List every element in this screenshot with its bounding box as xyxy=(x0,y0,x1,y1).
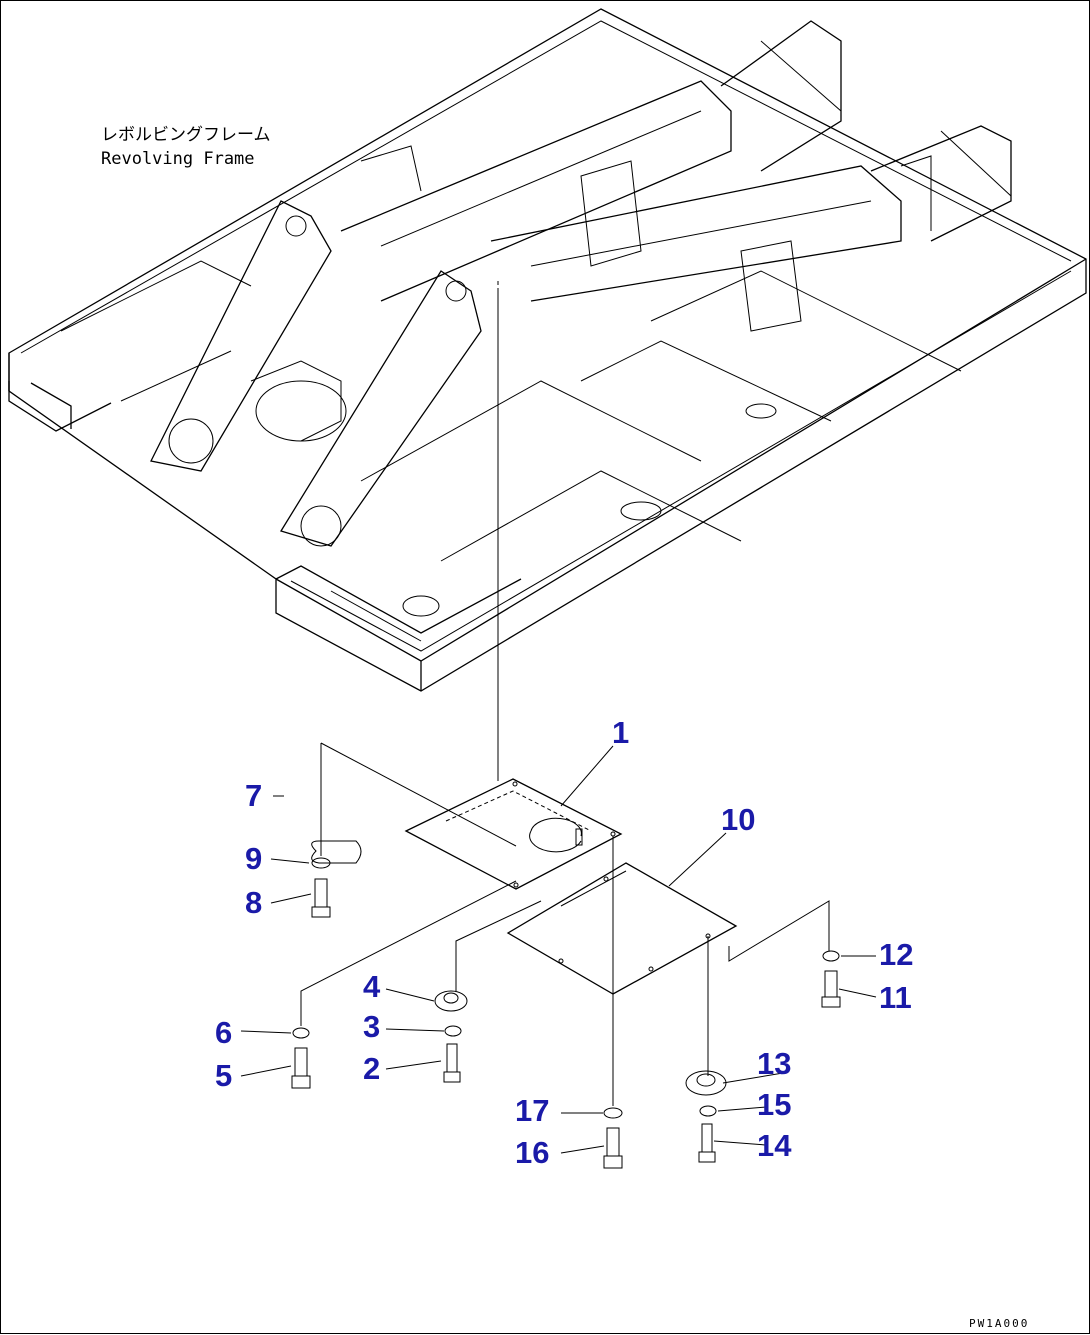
callout-17: 17 xyxy=(515,1093,549,1128)
frame-label-japanese: レボルビングフレーム xyxy=(101,125,271,145)
callout-13: 13 xyxy=(757,1046,791,1081)
callout-8: 8 xyxy=(245,885,262,920)
hardware-parts xyxy=(291,840,841,1169)
frame-label-english: Revolving Frame xyxy=(101,149,255,169)
callout-15: 15 xyxy=(757,1087,791,1122)
callout-numbers: 1 2 3 4 5 6 7 8 9 10 11 12 13 14 15 16 1… xyxy=(215,715,913,1170)
callout-9: 9 xyxy=(245,841,262,876)
callout-2: 2 xyxy=(363,1051,380,1086)
callout-14: 14 xyxy=(757,1128,792,1163)
callout-7: 7 xyxy=(245,778,262,813)
drawing-code: PW1A000 xyxy=(969,1317,1029,1330)
cover-plate-10 xyxy=(506,862,738,995)
cover-plate-1 xyxy=(404,778,623,890)
callout-6: 6 xyxy=(215,1015,232,1050)
callout-4: 4 xyxy=(363,969,381,1004)
callout-11: 11 xyxy=(879,980,912,1015)
callout-10: 10 xyxy=(721,802,755,837)
callout-12: 12 xyxy=(879,937,913,972)
callout-3: 3 xyxy=(363,1009,380,1044)
callout-16: 16 xyxy=(515,1135,549,1170)
callout-5: 5 xyxy=(215,1058,232,1093)
assembly-lines xyxy=(300,281,830,1106)
leader-lines xyxy=(240,745,877,1154)
callout-1: 1 xyxy=(612,715,629,750)
revolving-frame-drawing xyxy=(8,8,1087,692)
